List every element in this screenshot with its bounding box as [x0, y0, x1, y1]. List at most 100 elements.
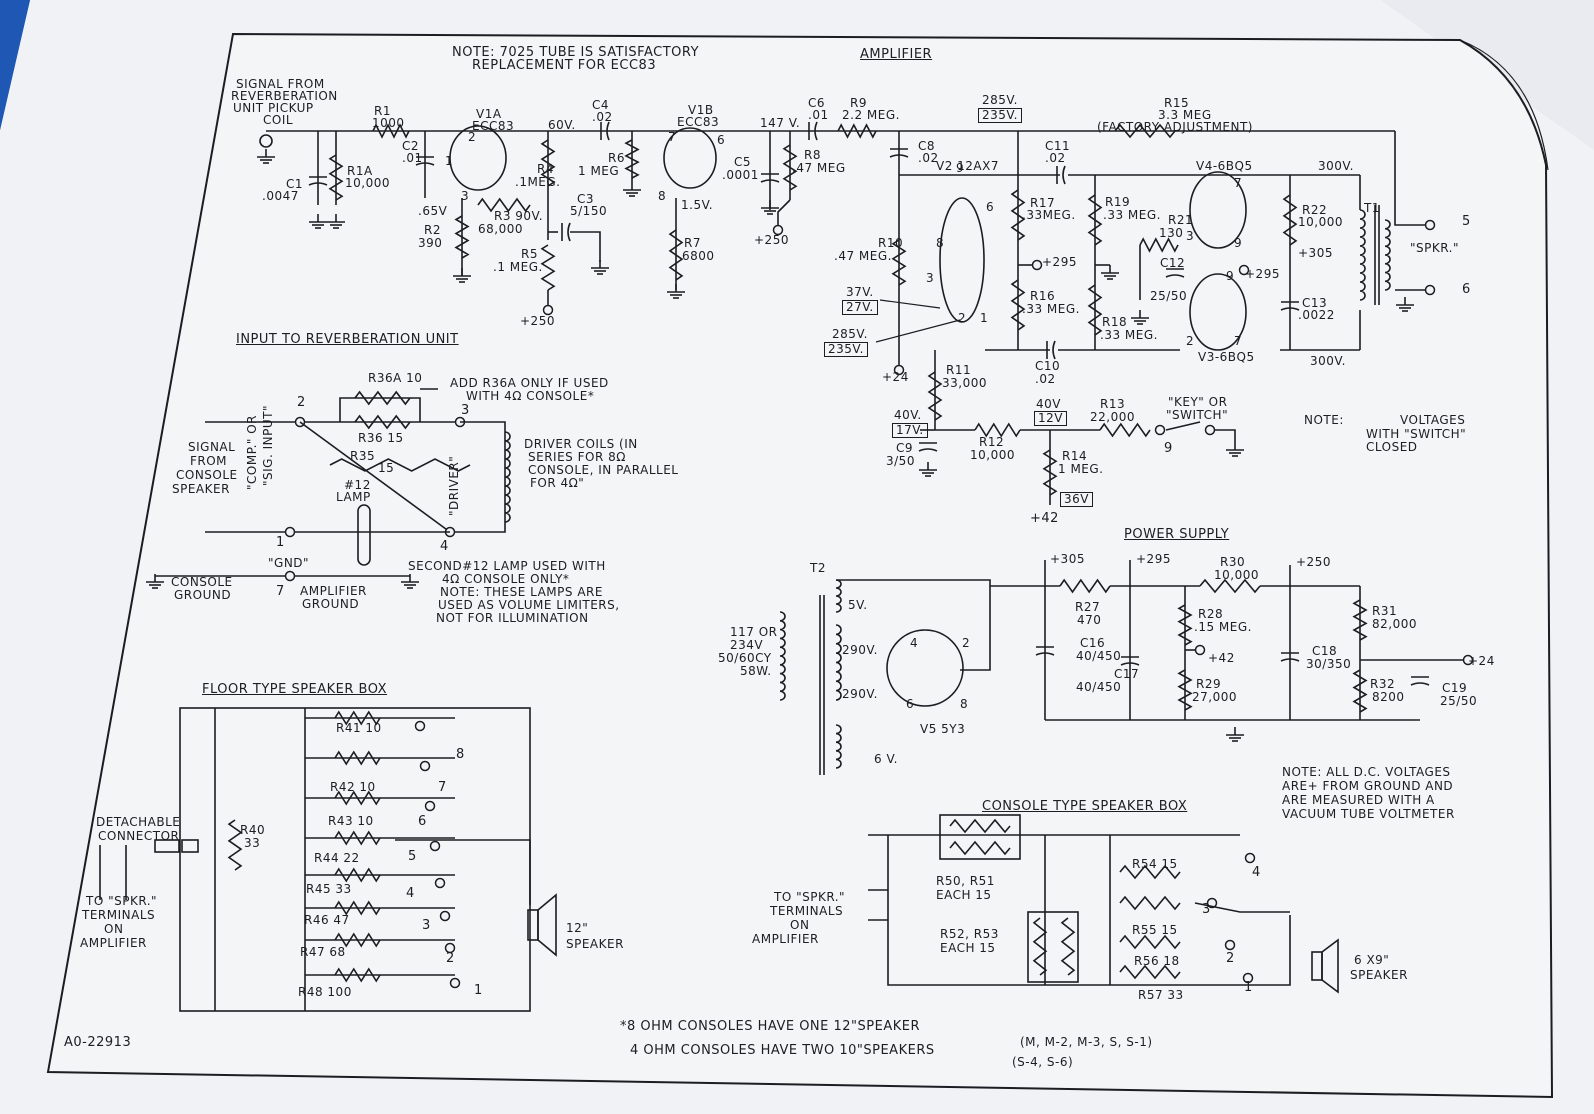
pin-label: 2: [958, 311, 967, 325]
r5-value: .1 MEG.: [493, 260, 543, 274]
r11-resistor: [927, 371, 943, 421]
section-power-supply: POWER SUPPLY: [1124, 527, 1230, 542]
r32-resistor: [1352, 669, 1368, 713]
signal-console: FROM: [190, 454, 228, 468]
note-line: REPLACEMENT FOR ECC83: [472, 58, 657, 73]
r18-value: .33 MEG.: [1100, 328, 1158, 342]
r10-label: R10: [878, 236, 904, 250]
voltage-pointer: [875, 319, 961, 343]
pin-label: 6: [986, 200, 995, 214]
r22-value: 10,000: [1298, 215, 1343, 229]
floor-tap-num: 2: [446, 951, 455, 966]
wire: [777, 199, 791, 230]
r30-value: 10,000: [1214, 568, 1259, 582]
plus24-ps: +24: [1468, 654, 1495, 668]
t1-secondary-coil: [1384, 219, 1391, 291]
c13-value: .0022: [1298, 308, 1335, 322]
c13-label: C13: [1302, 296, 1328, 310]
tap-resistor: [334, 867, 381, 883]
wire: [887, 835, 1291, 986]
tap-resistor: [334, 830, 381, 846]
r32-value: 8200: [1372, 690, 1405, 704]
wire: [1194, 902, 1290, 913]
t2-6v-coil: [835, 724, 842, 769]
r18-resistor: [1087, 284, 1103, 336]
v1b-label: V1B: [688, 103, 714, 117]
r12-value: 10,000: [970, 448, 1015, 462]
r16-label: R16: [1030, 289, 1056, 303]
r15-resistor: [1114, 123, 1176, 139]
r7-value: 6800: [682, 249, 715, 263]
note-dc: VACUUM TUBE VOLTMETER: [1282, 807, 1455, 821]
console-tap-res: R56 18: [1134, 954, 1180, 968]
note-voltages: NOTE:: [1304, 413, 1344, 427]
c12-value: 25/50: [1150, 289, 1188, 303]
tap-terminal: [434, 877, 446, 889]
term-7: 7: [276, 584, 285, 599]
note-dc: NOTE: ALL D.C. VOLTAGES: [1282, 765, 1451, 779]
floor-tap-num: 3: [422, 918, 431, 933]
key-label: "SWITCH": [1166, 408, 1229, 422]
r50-value: EACH 15: [936, 888, 992, 902]
section-amplifier: AMPLIFIER: [860, 47, 933, 62]
r28-value: .15 MEG.: [1194, 620, 1252, 634]
pin-label: 6: [717, 133, 726, 147]
floor-speaker-label: SPEAKER: [566, 937, 624, 951]
speaker-icon: [1321, 938, 1339, 994]
c10-label: C10: [1035, 359, 1061, 373]
pickup-coil-icon: [259, 134, 273, 148]
driver-coils-note: CONSOLE, IN PARALLEL: [528, 463, 679, 477]
r11-value: 33,000: [942, 376, 987, 390]
v-27-box: 27V.: [842, 300, 878, 315]
floor-tap-res: R41 10: [336, 721, 382, 735]
pin-label: 9: [1226, 269, 1235, 283]
signal-console: CONSOLE: [176, 468, 238, 482]
c11-label: C11: [1045, 139, 1071, 153]
floor-tap-res: R46 47: [304, 913, 350, 927]
r15-label: R15: [1164, 96, 1190, 110]
console-tap-res: R54 15: [1132, 857, 1178, 871]
tap-resistor: [334, 750, 381, 766]
r27-label: R27: [1075, 600, 1101, 614]
r1a-value: 10,000: [345, 176, 390, 190]
wire: [1215, 429, 1236, 442]
plus295-b: +295: [1245, 267, 1280, 281]
c1-value: .0047: [262, 189, 299, 203]
console-tap-num: 2: [1226, 951, 1235, 966]
wire: [299, 421, 451, 533]
floor-tap-num: 8: [456, 747, 465, 762]
r28-resistor: [1177, 604, 1193, 646]
wire: [339, 397, 421, 422]
r32-label: R32: [1370, 677, 1396, 691]
terminal-1: [284, 526, 296, 538]
t2-5v-coil: [835, 579, 842, 613]
v-40-a: 40V.: [894, 408, 922, 422]
c1-capacitor: [308, 182, 328, 186]
t2-6v: 6 V.: [874, 752, 898, 766]
second-lamp-note: NOTE: THESE LAMPS ARE: [440, 585, 603, 599]
c3-capacitor: [567, 222, 571, 242]
r19-label: R19: [1105, 195, 1131, 209]
v-065: .65V: [418, 204, 448, 218]
c2-label: C2: [402, 139, 420, 153]
note-dc: ARE MEASURED WITH A: [1282, 793, 1435, 807]
r50-label: R50, R51: [936, 874, 995, 888]
c18-capacitor: [1280, 658, 1300, 662]
console-to-spkr: AMPLIFIER: [752, 932, 819, 946]
signal-source-label: REVERBERATION: [231, 89, 338, 103]
tap-terminal: [429, 840, 441, 852]
r8-value: .47 MEG: [792, 161, 846, 175]
r40-value: 33: [244, 836, 261, 850]
pin-label: 8: [960, 697, 969, 711]
r15-note: (FACTORY ADJUSTMENT): [1097, 120, 1253, 134]
voltage-pointer: [879, 299, 941, 309]
r12-resistor: [974, 422, 1021, 438]
floor-tap-num: 4: [406, 886, 415, 901]
section-console-box: CONSOLE TYPE SPEAKER BOX: [982, 799, 1188, 814]
amp-ground: AMPLIFIER: [300, 584, 367, 598]
pin-label: 3: [926, 271, 935, 285]
r36a-note: ADD R36A ONLY IF USED: [450, 376, 609, 390]
r29-value: 27,000: [1192, 690, 1237, 704]
term-1: 1: [276, 535, 285, 550]
